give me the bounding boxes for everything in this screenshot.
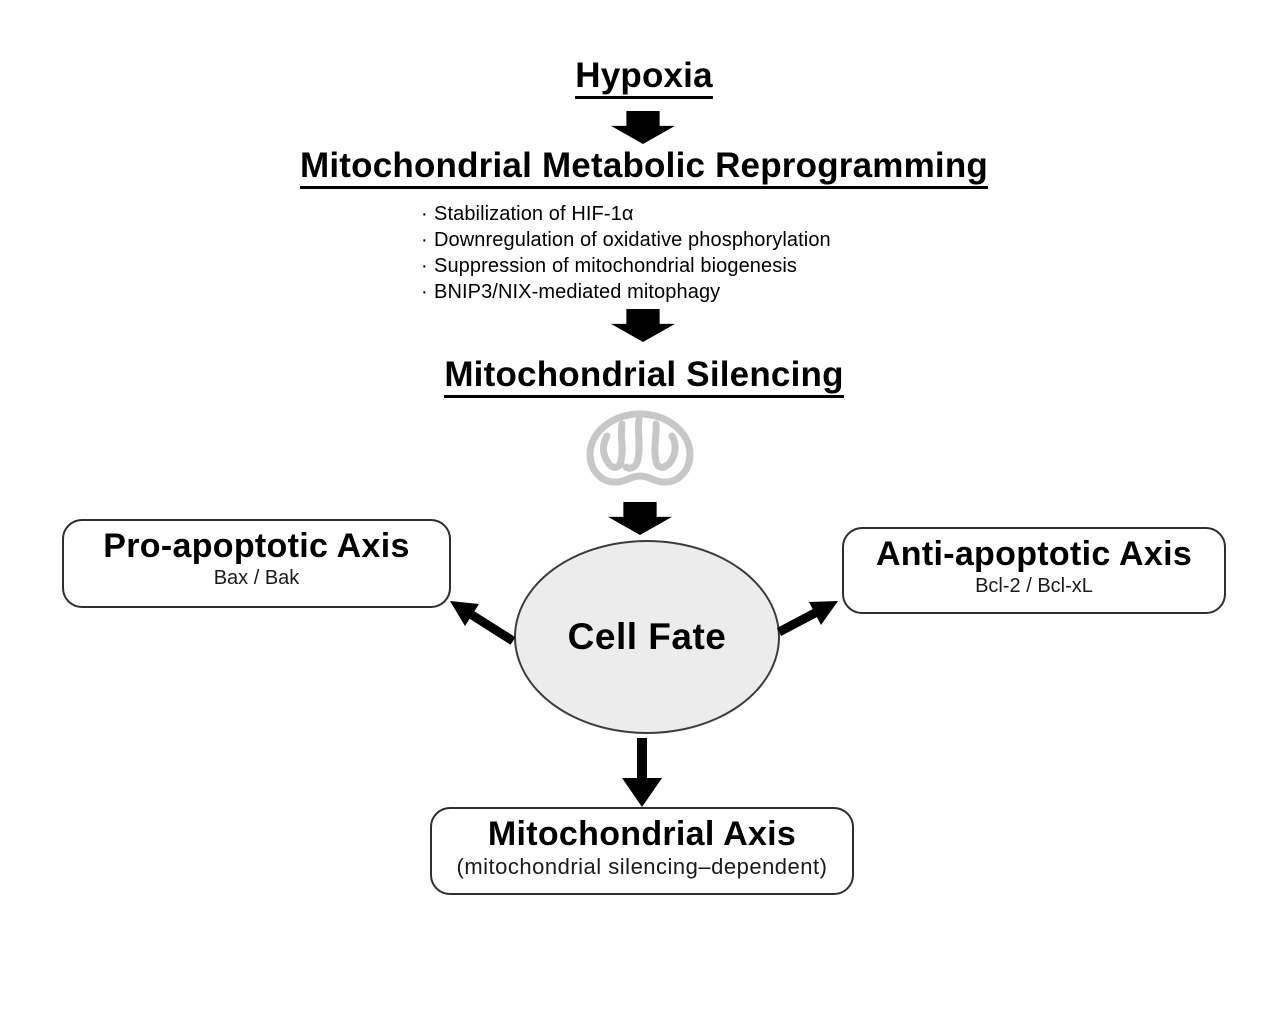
mitochondrion-crista (651, 420, 671, 471)
silencing-heading-text: Mitochondrial Silencing (444, 357, 844, 398)
bullet-icon: · (421, 203, 428, 225)
arrow-to-mitochondrial-axis-icon (622, 738, 662, 807)
bullet-text: Suppression of mitochondrial biogenesis (434, 255, 798, 277)
down-arrow-icon (611, 111, 675, 144)
list-item: · Stabilization of HIF-1α (421, 201, 831, 227)
cell-fate-ellipse: Cell Fate (514, 540, 780, 734)
list-item: · Suppression of mitochondrial biogenesis (421, 253, 831, 279)
bullet-icon: · (421, 255, 428, 277)
silencing-heading: Mitochondrial Silencing (0, 357, 1288, 398)
mitochondrion-crista (607, 420, 626, 471)
reprogramming-bullet-list: · Stabilization of HIF-1α · Downregulation… (421, 201, 831, 305)
reprogramming-heading-text: Mitochondrial Metabolic Reprogramming (299, 148, 988, 189)
hypoxia-heading: Hypoxia (0, 58, 1288, 99)
list-item: · BNIP3/NIX-mediated mitophagy (421, 279, 831, 305)
mitochondrion-outer-membrane (586, 410, 694, 486)
mitochondrial-axis-title: Mitochondrial Axis (487, 815, 797, 853)
list-item: · Downregulation of oxidative phosphoryla… (421, 227, 831, 253)
pro-apoptotic-axis-subtitle: Bax / Bak (213, 567, 300, 589)
bullet-icon: · (421, 281, 428, 303)
down-arrow-icon (608, 502, 672, 535)
bullet-text: Stabilization of HIF-1α (434, 203, 634, 225)
bullet-text: BNIP3/NIX-mediated mitophagy (434, 281, 721, 303)
pro-apoptotic-axis-box: Pro-apoptotic Axis Bax / Bak (62, 519, 451, 608)
anti-apoptotic-axis-box: Anti-apoptotic Axis Bcl-2 / Bcl-xL (842, 527, 1226, 614)
mitochondrial-axis-subtitle: (mitochondrial silencing–dependent) (456, 854, 828, 879)
mitochondrial-axis-box: Mitochondrial Axis (mitochondrial silenc… (430, 807, 854, 895)
bullet-text: Downregulation of oxidative phosphorylat… (434, 229, 831, 251)
bullet-icon: · (421, 229, 428, 251)
mitochondrion-icon (586, 410, 694, 486)
anti-apoptotic-axis-subtitle: Bcl-2 / Bcl-xL (975, 575, 1093, 597)
cell-fate-label: Cell Fate (567, 616, 727, 657)
reprogramming-heading: Mitochondrial Metabolic Reprogramming (0, 148, 1288, 189)
mitochondrion-crista (600, 432, 613, 468)
mitochondrion-crista (665, 432, 679, 468)
anti-apoptotic-axis-title: Anti-apoptotic Axis (875, 535, 1193, 573)
arrow-to-pro-apoptotic-icon (450, 601, 516, 645)
hypoxia-heading-text: Hypoxia (575, 58, 713, 99)
mitochondrion-crista (622, 416, 643, 472)
pro-apoptotic-axis-title: Pro-apoptotic Axis (103, 527, 410, 565)
arrow-to-anti-apoptotic-icon (776, 601, 838, 636)
down-arrow-icon (611, 309, 675, 342)
